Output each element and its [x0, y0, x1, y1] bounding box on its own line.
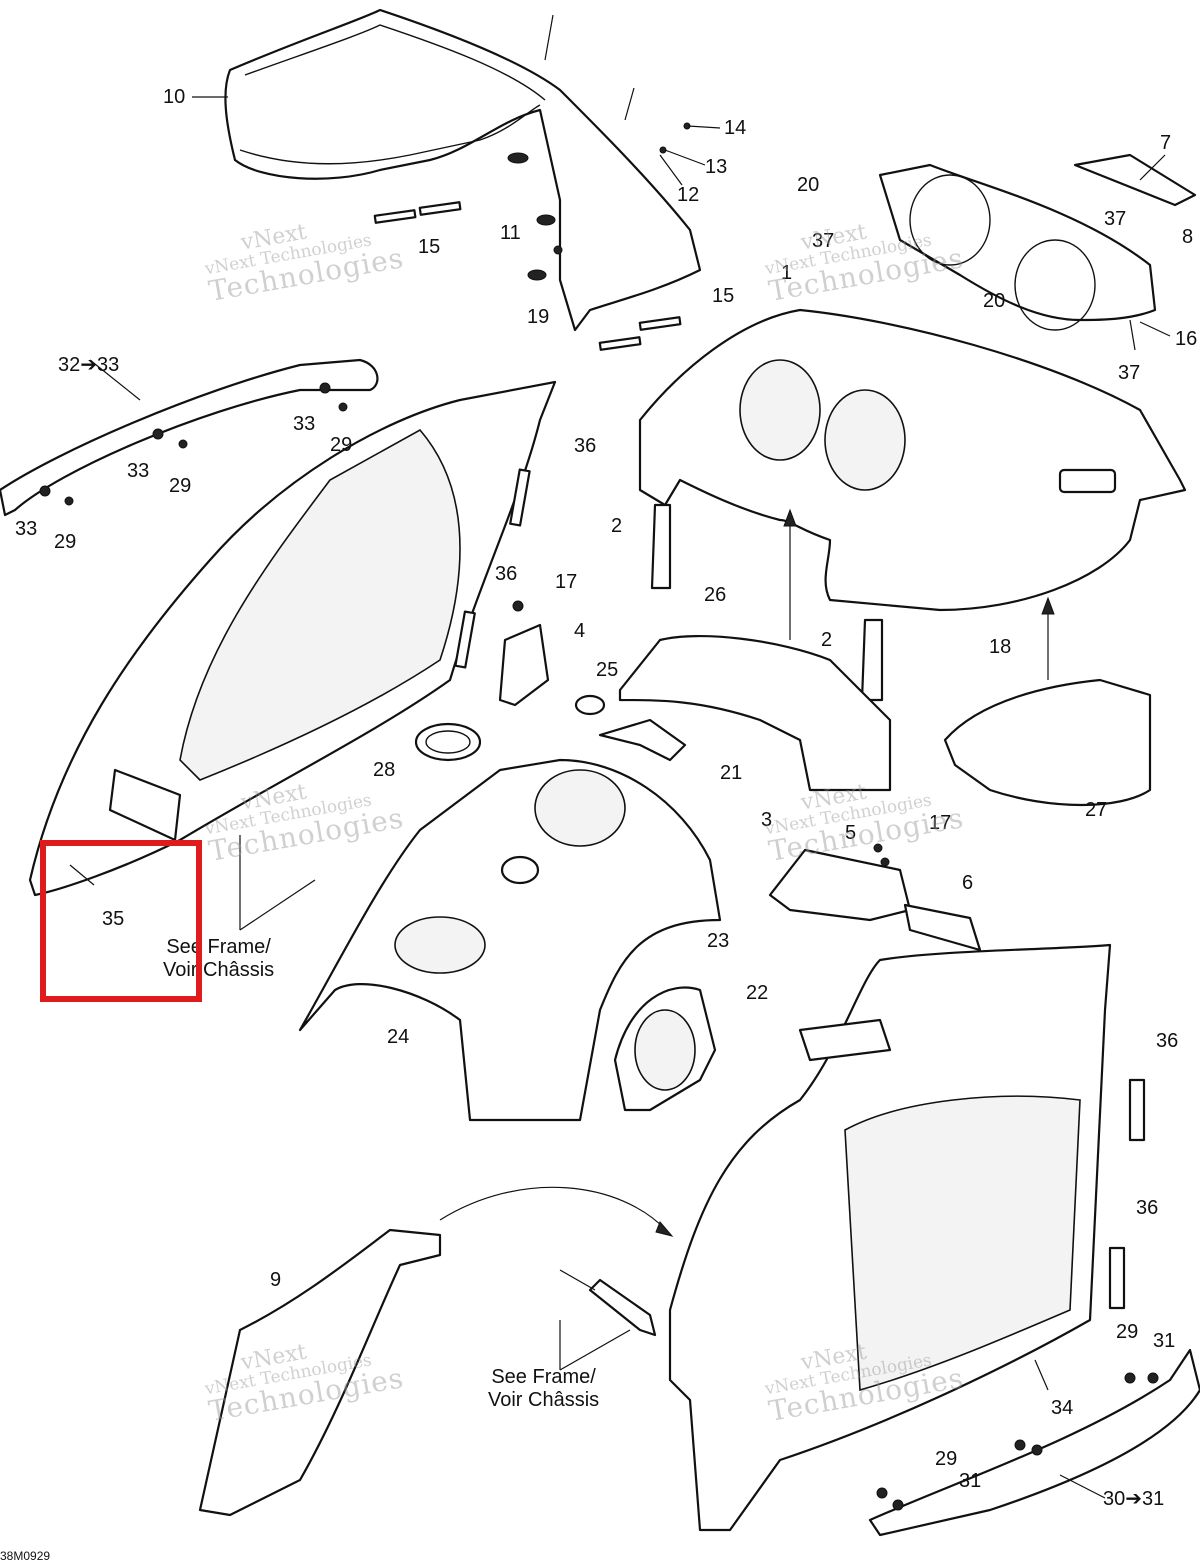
callout-31-a: 31 [1153, 1330, 1176, 1352]
callout-29-b: 29 [169, 475, 192, 497]
ring-part-28 [414, 722, 482, 762]
side-rail-part-32 [0, 358, 379, 517]
duct-part-22 [613, 986, 717, 1112]
callout-22: 22 [746, 982, 769, 1004]
diagram-code: 38M0929 [0, 1549, 51, 1563]
callout-17-upper: 17 [555, 571, 578, 593]
handles-part-2 [650, 503, 884, 702]
callout-3: 3 [761, 809, 773, 831]
assembly-arrows [439, 508, 1055, 1237]
callout-4: 4 [574, 620, 586, 642]
callout-28: 28 [373, 759, 396, 781]
callout-36-right-upper: 36 [1156, 1030, 1179, 1052]
callout-33-b: 33 [127, 460, 150, 482]
windshield-fasteners [507, 14, 691, 281]
see-frame-note-lower: See Frame/ Voir Châssis [488, 1366, 600, 1411]
bracket-part-4 [498, 600, 550, 707]
callout-16: 16 [1175, 328, 1198, 350]
callout-7: 7 [1160, 132, 1172, 154]
callout-30-31: 30➔31 [1103, 1488, 1165, 1510]
callout-20-top: 20 [797, 174, 820, 196]
callout-2-lower: 2 [821, 629, 833, 651]
callout-37-left: 37 [812, 230, 835, 252]
callout-21: 21 [720, 762, 743, 784]
callout-35: 35 [102, 908, 125, 930]
callout-27: 27 [1085, 799, 1108, 821]
mount-brackets-parts-3-5-6 [768, 843, 982, 952]
right-side-panel-part-34 [668, 943, 1112, 1532]
callout-37-right: 37 [1104, 208, 1127, 230]
callout-11: 11 [500, 222, 521, 244]
highlight-box-callout-35 [40, 840, 202, 1002]
callout-15-left: 15 [418, 236, 441, 258]
callout-15-right: 15 [712, 285, 735, 307]
cap-part-25 [574, 694, 606, 716]
gauge-bezel-part-16 [878, 153, 1197, 331]
callout-20-bottom: 20 [983, 290, 1006, 312]
cover-part-26 [618, 634, 892, 792]
callout-17-lower: 17 [929, 812, 952, 834]
callout-2-upper: 2 [611, 515, 623, 537]
callout-9: 9 [270, 1269, 282, 1291]
callout-25: 25 [596, 659, 619, 681]
callout-36-right-lower: 36 [1136, 1197, 1159, 1219]
flap-part-9 [198, 1228, 442, 1517]
callout-8: 8 [1182, 226, 1194, 248]
callout-36-mid: 36 [495, 563, 518, 585]
callout-29-a: 29 [330, 434, 353, 456]
callout-26: 26 [704, 584, 727, 606]
windshield-part-10 [224, 8, 702, 332]
callout-36-top: 36 [574, 435, 597, 457]
pad-part-27 [943, 678, 1152, 807]
clips-part-15 [373, 201, 682, 351]
callout-19: 19 [527, 306, 550, 328]
center-body-part-24 [298, 758, 722, 1122]
callout-29-d: 29 [1116, 1321, 1139, 1343]
callout-29-e: 29 [935, 1448, 958, 1470]
callout-31-b: 31 [959, 1470, 982, 1492]
callout-32-33: 32➔33 [58, 354, 120, 376]
callout-14: 14 [724, 117, 747, 139]
callout-24: 24 [387, 1026, 410, 1048]
callout-34: 34 [1051, 1397, 1074, 1419]
strips-part-36 [454, 468, 1146, 1310]
callout-5: 5 [845, 822, 857, 844]
running-board-part-30 [868, 1348, 1200, 1537]
callout-29-c: 29 [54, 531, 77, 553]
callout-1: 1 [781, 262, 793, 284]
callout-leaders [69, 96, 1171, 1499]
callout-6: 6 [962, 872, 974, 894]
callout-13: 13 [705, 156, 728, 178]
frame-bolt [559, 1269, 657, 1337]
callout-12: 12 [677, 184, 700, 206]
latch-part-21 [598, 718, 687, 762]
left-side-panel-part-35 [28, 380, 557, 897]
upper-console-part-1 [638, 308, 1187, 612]
callout-10: 10 [163, 86, 186, 108]
see-frame-note-upper: See Frame/ Voir Châssis [163, 936, 275, 981]
callout-33-a: 33 [293, 413, 316, 435]
callout-33-c: 33 [15, 518, 38, 540]
callout-18: 18 [989, 636, 1012, 658]
callout-23: 23 [707, 930, 730, 952]
callout-37-bottom: 37 [1118, 362, 1141, 384]
